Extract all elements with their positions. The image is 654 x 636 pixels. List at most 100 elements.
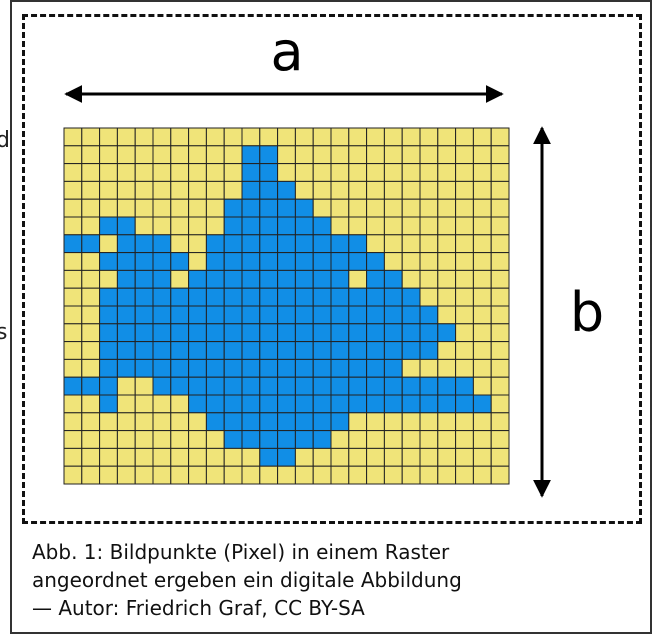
background-pixel (116, 465, 136, 485)
background-pixel (170, 269, 190, 289)
background-pixel (472, 216, 492, 236)
background-pixel (312, 447, 332, 467)
fish-pixel (241, 323, 261, 343)
background-pixel (63, 287, 83, 307)
background-pixel (152, 394, 172, 414)
background-pixel (348, 163, 368, 182)
background-pixel (99, 465, 118, 485)
fish-pixel (312, 305, 332, 325)
background-pixel (383, 430, 403, 449)
fish-pixel (259, 430, 279, 449)
background-pixel (81, 447, 101, 467)
fish-pixel (205, 234, 225, 254)
fish-pixel (116, 216, 136, 236)
background-pixel (259, 465, 279, 485)
fish-pixel (437, 376, 457, 396)
fish-pixel (419, 394, 439, 414)
background-pixel (81, 269, 101, 289)
fish-pixel (241, 376, 261, 396)
background-pixel (116, 198, 136, 218)
fish-pixel (348, 394, 368, 414)
fish-pixel (294, 394, 314, 414)
fish-pixel (419, 341, 439, 360)
background-pixel (63, 341, 83, 360)
background-pixel (188, 145, 207, 165)
fish-pixel (259, 252, 279, 271)
background-pixel (419, 198, 439, 218)
fish-pixel (419, 305, 439, 325)
fish-pixel (170, 323, 190, 343)
background-pixel (81, 323, 101, 343)
background-pixel (294, 127, 314, 147)
background-pixel (472, 198, 492, 218)
background-pixel (134, 145, 154, 165)
fish-pixel (205, 252, 225, 271)
fish-pixel (259, 341, 279, 360)
background-pixel (63, 305, 83, 325)
fish-pixel (241, 216, 261, 236)
background-pixel (81, 198, 101, 218)
background-pixel (419, 127, 439, 147)
background-pixel (330, 163, 350, 182)
background-pixel (81, 216, 101, 236)
background-pixel (490, 145, 510, 165)
background-pixel (81, 163, 101, 182)
fish-pixel (348, 305, 368, 325)
background-pixel (490, 430, 510, 449)
background-pixel (188, 430, 207, 449)
fish-pixel (188, 323, 207, 343)
background-pixel (472, 305, 492, 325)
background-pixel (401, 180, 421, 200)
fish-pixel (259, 163, 279, 182)
background-pixel (81, 305, 101, 325)
fish-pixel (277, 287, 296, 307)
fish-pixel (152, 341, 172, 360)
background-pixel (63, 269, 83, 289)
background-pixel (366, 180, 385, 200)
background-pixel (437, 358, 457, 378)
fish-pixel (116, 252, 136, 271)
background-pixel (490, 234, 510, 254)
background-pixel (277, 163, 296, 182)
background-pixel (152, 412, 172, 432)
fish-pixel (277, 447, 296, 467)
fish-pixel (170, 376, 190, 396)
background-pixel (401, 447, 421, 467)
fish-pixel (134, 252, 154, 271)
background-pixel (366, 216, 385, 236)
background-pixel (472, 145, 492, 165)
fish-pixel (330, 234, 350, 254)
background-pixel (437, 412, 457, 432)
background-pixel (383, 216, 403, 236)
background-pixel (81, 145, 101, 165)
fish-pixel (455, 394, 474, 414)
background-pixel (294, 465, 314, 485)
background-pixel (99, 269, 118, 289)
background-pixel (116, 376, 136, 396)
fish-pixel (294, 412, 314, 432)
background-pixel (472, 180, 492, 200)
background-pixel (134, 376, 154, 396)
background-pixel (223, 180, 243, 200)
fish-pixel (294, 341, 314, 360)
fish-pixel (277, 180, 296, 200)
fish-pixel (241, 341, 261, 360)
background-pixel (63, 198, 83, 218)
fish-pixel (330, 287, 350, 307)
background-pixel (472, 323, 492, 343)
background-pixel (472, 252, 492, 271)
background-pixel (437, 127, 457, 147)
fish-pixel (99, 216, 118, 236)
background-pixel (63, 430, 83, 449)
background-pixel (490, 465, 510, 485)
fish-pixel (223, 216, 243, 236)
background-pixel (223, 145, 243, 165)
background-pixel (348, 269, 368, 289)
background-pixel (419, 145, 439, 165)
fish-pixel (312, 216, 332, 236)
fish-pixel (205, 341, 225, 360)
fish-pixel (294, 430, 314, 449)
fish-pixel (99, 252, 118, 271)
fish-pixel (259, 287, 279, 307)
fish-pixel (259, 358, 279, 378)
